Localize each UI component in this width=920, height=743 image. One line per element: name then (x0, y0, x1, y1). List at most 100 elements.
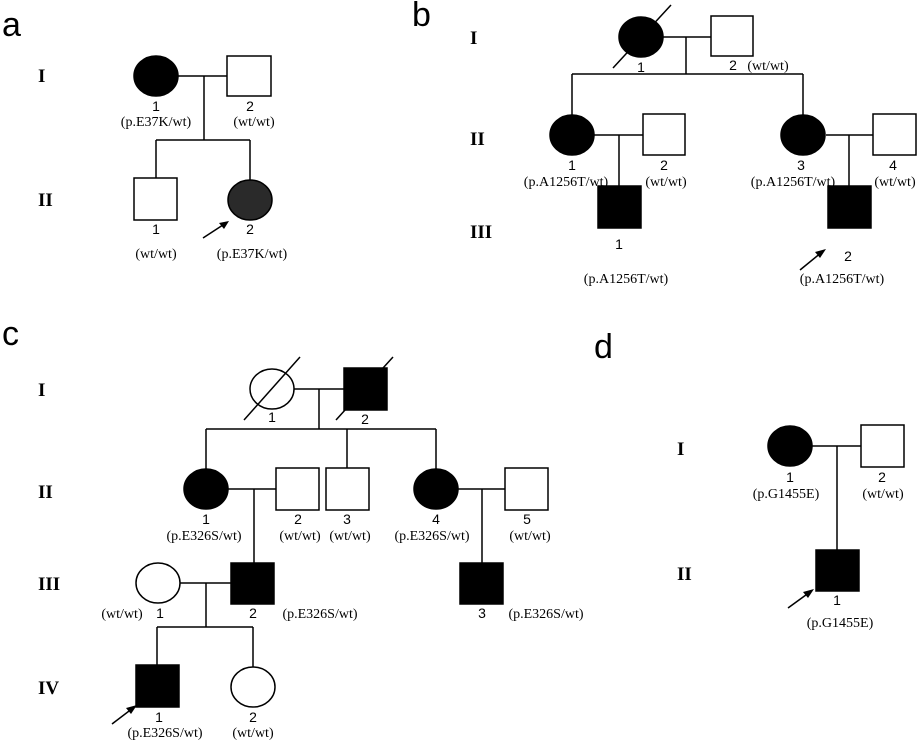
individual-number: 2 (844, 248, 852, 264)
panel-a: a I II 1 (p.E37K/wt) 2 (wt/wt) 1 (wt/wt)… (2, 6, 288, 262)
genotype-label: (p.E326S/wt) (127, 726, 202, 741)
proband-arrow-icon (111, 705, 137, 725)
genotype-label: (p.E37K/wt) (121, 115, 192, 130)
individual-number: 4 (889, 157, 897, 173)
unaffected-male (860, 424, 905, 468)
generation-label-b-II: II (470, 129, 485, 150)
generation-label-a-I: I (38, 66, 45, 87)
proband-arrow-icon (799, 249, 826, 271)
affected-male (459, 562, 504, 605)
individual-number: 1 (268, 409, 276, 425)
unaffected-male (872, 113, 917, 156)
individual-number: 3 (797, 157, 805, 173)
affected-male-proband (815, 549, 860, 592)
deceased-slash (243, 356, 301, 421)
generation-label-c-I: I (38, 380, 45, 401)
generation-label-d-II: II (677, 564, 692, 585)
genotype-label: (p.E326S/wt) (282, 607, 357, 622)
affected-female (183, 468, 229, 510)
affected-female (767, 425, 813, 467)
panel-label-c: c (2, 315, 19, 353)
affected-female (413, 468, 459, 510)
unaffected-male (133, 177, 178, 221)
genotype-label: (p.A1256T/wt) (524, 175, 609, 190)
genotype-label: (p.E37K/wt) (217, 247, 288, 262)
panel-b: b I II III 1 2 (wt/wt) 1 (p.A1256T/wt) 2… (412, 0, 917, 287)
genotype-label: (wt/wt) (747, 59, 789, 74)
individual-number: 2 (361, 411, 369, 427)
individual-number: 2 (246, 98, 254, 114)
generation-label-c-IV: IV (38, 678, 59, 699)
generation-label-c-III: III (38, 574, 60, 595)
individual-number: 1 (202, 511, 210, 527)
genotype-label: (wt/wt) (232, 726, 274, 741)
individual-number: 1 (637, 59, 645, 75)
individual-number: 2 (729, 57, 737, 73)
genotype-label: (p.E326S/wt) (508, 607, 583, 622)
unaffected-male (642, 113, 686, 156)
genotype-label: (wt/wt) (329, 529, 371, 544)
individual-number: 1 (152, 98, 160, 114)
affected-female (780, 114, 826, 156)
proband-arrow-icon (202, 221, 229, 239)
deceased-slash (612, 4, 672, 69)
generation-label-a-II: II (38, 190, 53, 211)
affected-male-proband (827, 185, 872, 229)
panel-label-d: d (594, 328, 613, 366)
genotype-label: (wt/wt) (645, 175, 687, 190)
generation-label-b-I: I (470, 28, 477, 49)
affected-male (597, 185, 642, 229)
unaffected-female (230, 666, 276, 708)
panel-c: c I II III IV 1 2 1 (p.E326S/wt) (2, 315, 584, 741)
unaffected-male (275, 467, 320, 511)
affected-female (133, 55, 179, 97)
genotype-label: (wt/wt) (279, 529, 321, 544)
affected-male-proband (135, 664, 180, 708)
generation-label-c-II: II (38, 482, 53, 503)
individual-number: 5 (523, 511, 531, 527)
generation-label-b-III: III (470, 222, 492, 243)
individual-number: 3 (478, 605, 486, 621)
genotype-label: (p.G1455E) (753, 487, 820, 502)
individual-number: 1 (152, 221, 160, 237)
individual-number: 2 (878, 469, 886, 485)
individual-number: 2 (294, 511, 302, 527)
unaffected-female (135, 562, 181, 604)
panel-label-b: b (412, 0, 431, 34)
individual-number: 1 (155, 709, 163, 725)
affected-male (230, 562, 275, 605)
individual-number: 3 (343, 511, 351, 527)
unaffected-male (504, 467, 549, 511)
individual-number: 2 (249, 709, 257, 725)
panel-label-a: a (2, 6, 21, 44)
genotype-label: (wt/wt) (135, 247, 177, 262)
genotype-label: (p.A1256T/wt) (584, 272, 669, 287)
genotype-label: (wt/wt) (101, 607, 143, 622)
affected-female (549, 114, 595, 156)
genotype-label: (p.A1256T/wt) (751, 175, 836, 190)
individual-number: 1 (786, 469, 794, 485)
individual-number: 2 (249, 605, 257, 621)
individual-number: 1 (156, 605, 164, 621)
genotype-label: (p.E326S/wt) (394, 529, 469, 544)
unaffected-male (710, 15, 754, 57)
proband-arrow-icon (787, 589, 814, 609)
generation-label-d-I: I (677, 439, 684, 460)
genotype-label: (wt/wt) (233, 115, 275, 130)
genotype-label: (p.A1256T/wt) (800, 272, 885, 287)
genotype-label: (p.G1455E) (807, 616, 874, 631)
unaffected-male (226, 55, 272, 97)
individual-number: 1 (568, 157, 576, 173)
individual-number: 1 (615, 236, 623, 252)
affected-female-proband (227, 179, 273, 221)
individual-number: 2 (660, 157, 668, 173)
genotype-label: (wt/wt) (862, 487, 904, 502)
deceased-slash (335, 356, 394, 421)
genotype-label: (p.E326S/wt) (166, 529, 241, 544)
unaffected-male (325, 467, 370, 511)
genotype-label: (wt/wt) (874, 175, 916, 190)
individual-number: 2 (246, 221, 254, 237)
individual-number: 4 (432, 511, 440, 527)
genotype-label: (wt/wt) (509, 529, 551, 544)
